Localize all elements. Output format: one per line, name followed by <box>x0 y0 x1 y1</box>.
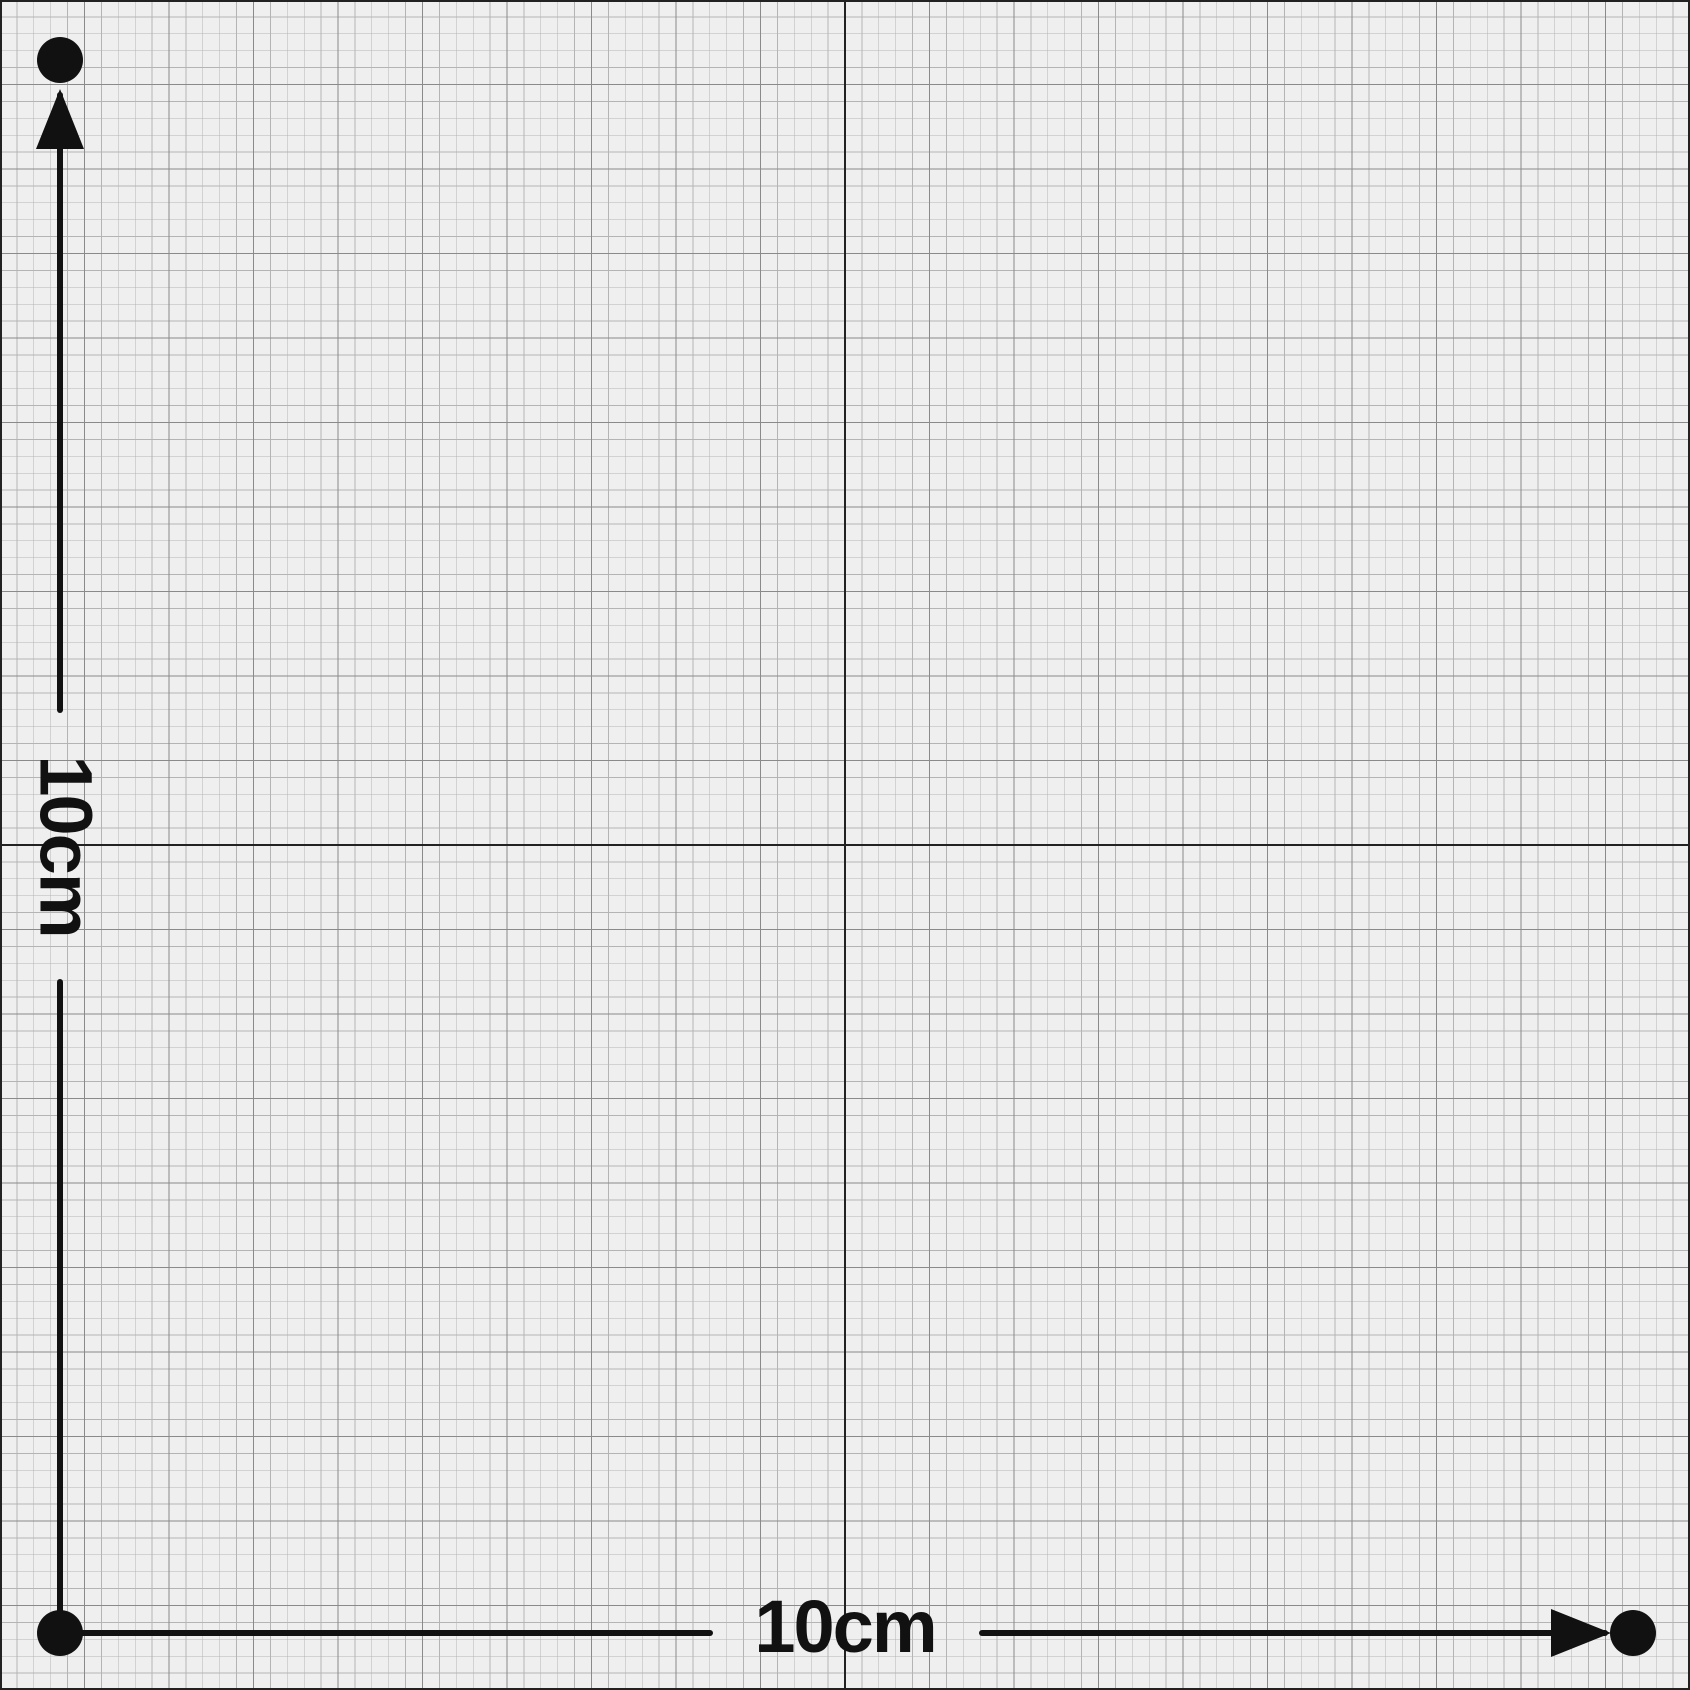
horizontal-dimension-label: 10cm <box>754 1585 935 1668</box>
top-point <box>37 37 83 83</box>
origin-point <box>37 1610 83 1656</box>
vertical-dimension-label: 10cm <box>24 755 107 936</box>
right-point <box>1610 1610 1656 1656</box>
